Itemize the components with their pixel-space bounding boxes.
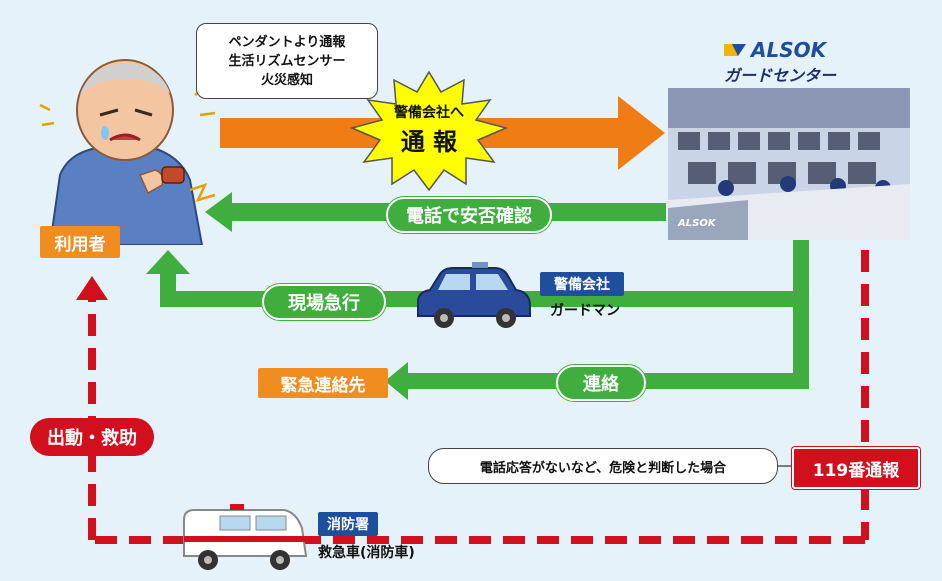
elderly-person-icon <box>39 59 216 245</box>
monitor-alsok-label: ALSOK <box>678 218 716 229</box>
notify-burst-icon <box>349 70 509 192</box>
alsok-logo-text: ALSOK <box>751 38 827 62</box>
burst-line1: 警備会社へ <box>394 105 464 121</box>
alsok-logo: ALSOK <box>722 38 826 62</box>
trigger-fire: 火災感知 <box>260 72 313 88</box>
ambulance-icon <box>183 504 308 570</box>
ambulance-label: 救急車(消防車) <box>318 545 415 561</box>
emergency-call-label: 119番通報 <box>792 447 920 489</box>
guard-center-title: ガードセンター <box>723 66 836 85</box>
trigger-pendant: ペンダントより通報 <box>228 34 346 50</box>
alsok-logo-mark-icon <box>724 44 746 56</box>
fire-station-tag: 消防署 <box>318 512 378 536</box>
security-company-tag: 警備会社 <box>540 272 624 296</box>
security-car-icon <box>417 262 531 328</box>
trigger-bubble: ペンダントより通報 生活リズムセンサー 火災感知 <box>196 23 378 99</box>
guard-center-photo <box>668 88 910 240</box>
emergency-contact-label: 緊急連絡先 <box>258 368 388 398</box>
rescue-arrowhead <box>76 276 108 300</box>
contact-label: 連絡 <box>556 365 646 401</box>
safety-call-label: 電話で安否確認 <box>386 197 552 233</box>
user-label: 利用者 <box>40 226 120 258</box>
pendant-device-icon <box>161 166 185 184</box>
dispatch-label: 現場急行 <box>262 284 386 320</box>
center-trunk-line <box>793 240 809 380</box>
condition-bubble: 電話応答がないなど、危険と判断した場合 <box>428 448 778 484</box>
rescue-label: 出動・救助 <box>30 418 154 456</box>
trigger-rhythm-sensor: 生活リズムセンサー <box>228 53 346 69</box>
burst-line2: 通 報 <box>400 127 458 156</box>
guard-man-label: ガードマン <box>550 303 620 319</box>
